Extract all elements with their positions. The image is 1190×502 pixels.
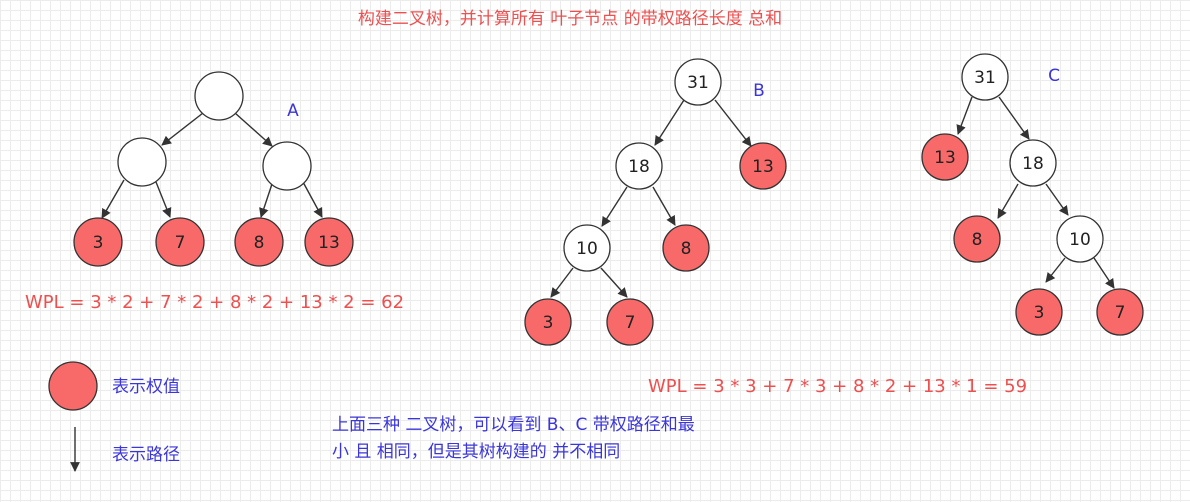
edge-c-18-8 — [997, 183, 1019, 219]
note-line-2: 小 且 相同，但是其树构建的 并不相同 — [332, 442, 620, 462]
tree-a-right-node — [262, 141, 312, 191]
tree-a-leaf-3 — [73, 217, 123, 267]
legend-weight-swatch — [48, 361, 98, 411]
note: 上面三种 二叉树，可以看到 B、C 带权路径和最 小 且 相同，但是其树构建的 … — [332, 415, 695, 462]
tree-a-leaf-7 — [155, 217, 205, 267]
tree-a-leaf-13-label: 13 — [318, 233, 340, 253]
tree-a-leaf-13 — [304, 217, 354, 267]
tree-a-label: A — [287, 101, 299, 121]
tree-b-label: B — [753, 81, 765, 101]
tree-b-root-node — [674, 58, 722, 106]
tree-c-leaf-3 — [1015, 288, 1063, 336]
edge-a-left-3 — [101, 179, 125, 219]
tree-c-node-18 — [1009, 139, 1057, 187]
tree-b-node-18-label: 18 — [628, 157, 650, 177]
legend-weight-label: 表示权值 — [112, 377, 180, 397]
edge-b-10-3 — [550, 267, 574, 298]
tree-b-leaf-3 — [524, 298, 572, 346]
tree-b-leaf-8 — [662, 224, 710, 272]
note-line-1: 上面三种 二叉树，可以看到 B、C 带权路径和最 — [332, 415, 695, 435]
tree-a-leaf-7-label: 7 — [175, 233, 186, 253]
tree-c-node-18-label: 18 — [1022, 154, 1044, 174]
tree-c-leaf-8-label: 8 — [972, 230, 983, 250]
edge-c-18-10 — [1045, 183, 1069, 216]
tree-b-root-label: 31 — [687, 73, 709, 93]
edge-c-10-7 — [1093, 257, 1115, 289]
legend-path-label: 表示路径 — [112, 445, 180, 465]
edge-a-left-7 — [155, 181, 172, 218]
tree-c-node-10-label: 10 — [1069, 230, 1091, 250]
edge-b-root-18 — [654, 99, 685, 146]
tree-b-node-10 — [563, 224, 611, 272]
edge-c-root-13 — [956, 96, 973, 135]
edge-a-right-8 — [259, 183, 273, 218]
edge-a-right-13 — [302, 181, 323, 218]
edge-a-root-right — [234, 112, 273, 147]
tree-b-leaf-8-label: 8 — [681, 239, 692, 259]
tree-c-node-10 — [1056, 215, 1104, 263]
tree-c-label: C — [1048, 66, 1060, 86]
tree-b-wpl: WPL = 3 * 3 + 7 * 3 + 8 * 2 + 13 * 1 = 5… — [648, 376, 1027, 397]
tree-a-leaf-8-label: 8 — [254, 233, 265, 253]
tree-a-root-node — [194, 71, 244, 121]
tree-a-wpl: WPL = 3 * 2 + 7 * 2 + 8 * 2 + 13 * 2 = 6… — [25, 292, 404, 313]
edge-c-root-18 — [998, 96, 1030, 140]
tree-b-leaf-3-label: 3 — [543, 313, 554, 333]
tree-b-leaf-13-label: 13 — [752, 157, 774, 177]
tree-b-node-18 — [615, 142, 663, 190]
tree-c-root-label: 31 — [974, 68, 996, 88]
edge-b-root-13 — [714, 99, 752, 147]
tree-b-node-10-label: 10 — [576, 239, 598, 259]
diagram-title: 构建二叉树，并计算所有 叶子节点 的带权路径长度 总和 — [358, 9, 782, 29]
tree-a-left-node — [117, 137, 167, 187]
tree-b: 31 18 13 10 8 3 7 B WPL = 3 * 3 + 7 * 3 … — [524, 58, 1027, 397]
legend: 表示权值 表示路径 — [48, 361, 180, 472]
tree-c-leaf-13 — [921, 133, 969, 181]
edge-a-root-left — [161, 112, 204, 146]
tree-b-leaf-7 — [606, 298, 654, 346]
tree-c-leaf-3-label: 3 — [1034, 303, 1045, 323]
edge-b-10-7 — [600, 267, 628, 298]
tree-b-leaf-7-label: 7 — [625, 313, 636, 333]
tree-a-leaf-8 — [234, 217, 284, 267]
tree-a: 3 7 8 13 A WPL = 3 * 2 + 7 * 2 + 8 * 2 +… — [25, 71, 404, 313]
tree-c-leaf-7-label: 7 — [1115, 303, 1126, 323]
tree-b-leaf-13 — [739, 142, 787, 190]
tree-c-leaf-7 — [1096, 288, 1144, 336]
edge-c-10-3 — [1045, 257, 1066, 283]
tree-c-leaf-13-label: 13 — [934, 148, 956, 168]
tree-c-leaf-8 — [953, 215, 1001, 263]
tree-a-leaf-3-label: 3 — [93, 233, 104, 253]
edge-b-18-8 — [652, 186, 676, 226]
edge-b-18-10 — [601, 186, 628, 227]
tree-c: 31 13 18 8 10 3 7 C — [921, 53, 1144, 336]
tree-c-root-node — [961, 53, 1009, 101]
